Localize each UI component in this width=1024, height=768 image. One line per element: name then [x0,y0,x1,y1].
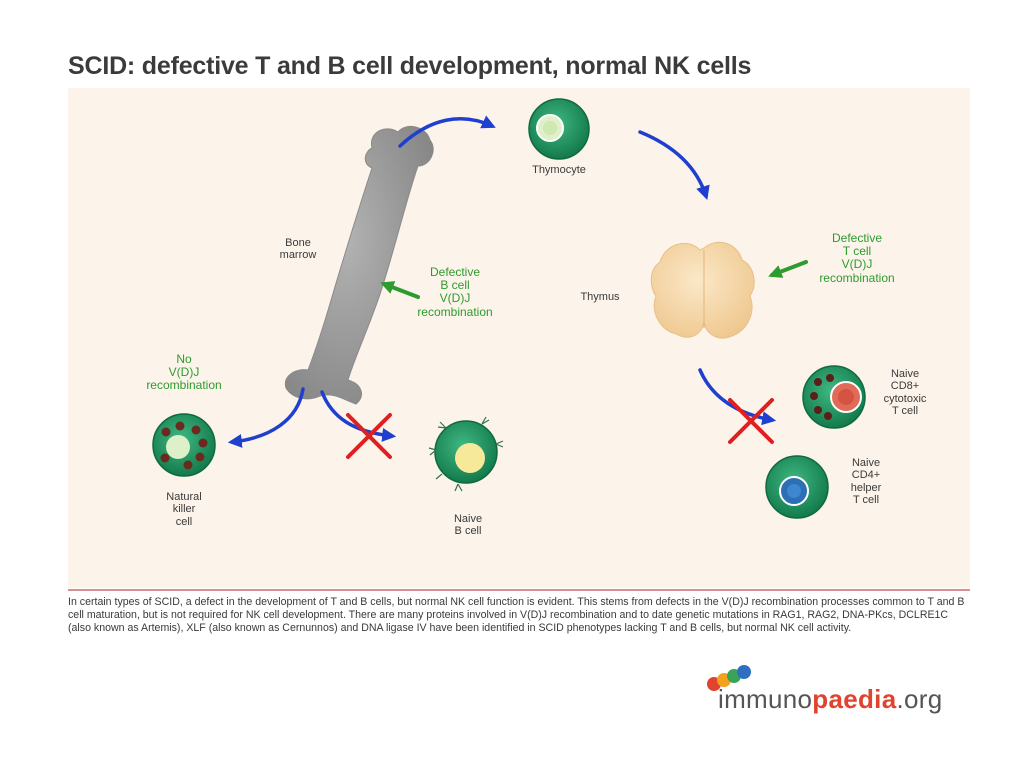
cd4-t-cell-icon [766,456,828,518]
logo-text: immunopaedia.org [718,684,942,715]
arrow-bone-to-nk [232,389,303,442]
block-cross-icon [730,400,772,442]
nk-cell-icon [153,414,215,476]
label-thymocyte: Thymocyte [528,164,590,176]
thymocyte-icon [529,99,589,159]
arrow-thymocyte-to-thymus [640,132,706,196]
naive-b-cell-icon [429,417,503,491]
caption-divider [68,589,970,591]
caption-text: In certain types of SCID, a defect in th… [68,596,970,636]
thymus-icon [651,242,754,338]
cd8-t-cell-icon [803,366,865,428]
immunopaedia-logo[interactable]: immunopaedia.org [704,662,964,722]
label-thymus: Thymus [570,291,630,303]
